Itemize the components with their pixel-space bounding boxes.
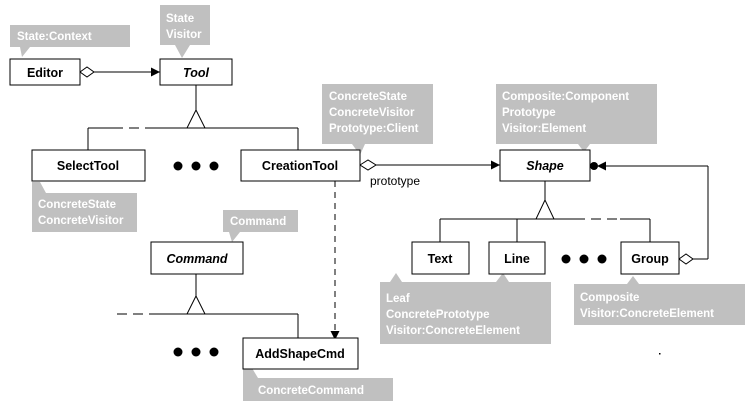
note-select-line-1: ConcreteState [38,199,116,211]
note-tool-line-2: Visitor [166,29,202,41]
class-shape: Shape [499,149,591,182]
note-select-tool: ConcreteState ConcreteVisitor [32,182,137,232]
class-group: Group [620,241,680,275]
note-tool-line-1: State [166,13,194,25]
note-creation-tool: ConcreteState ConcreteVisitor Prototype:… [322,84,433,155]
note-group-line-1: Composite [580,292,639,304]
note-tool: State Visitor [160,5,210,58]
ellipsis-shapes [561,254,607,264]
note-creation-line-1: ConcreteState [329,91,407,103]
note-group: Composite Visitor:ConcreteElement [574,276,745,325]
note-select-line-2: ConcreteVisitor [38,215,124,227]
class-editor-name: Editor [27,66,63,80]
association-creationtool-shape: prototype [359,159,500,188]
class-selecttool: SelectTool [31,149,146,182]
note-leaf-line-2: ConcretePrototype [386,309,490,321]
note-shape-line-3: Visitor:Element [502,123,586,135]
class-addshapecmd: AddShapeCmd [242,337,359,370]
class-text-name: Text [428,252,454,266]
class-line: Line [488,241,546,275]
note-leaf-line-1: Leaf [386,293,410,305]
note-leaf-line-3: Visitor:ConcreteElement [386,325,520,337]
note-creation-line-3: Prototype:Client [329,123,419,135]
class-tool: Tool [159,58,233,86]
association-editor-tool [79,66,160,78]
note-add-shape-line-1: ConcreteCommand [258,385,364,397]
note-shape-line-2: Prototype [502,107,556,119]
note-command: Command [223,210,298,242]
aggregation-group-shape [590,161,709,265]
speck [659,353,661,355]
class-text: Text [411,241,470,275]
note-shape: Composite:Component Prototype Visitor:El… [496,84,657,152]
class-editor: Editor [9,58,81,86]
note-shape-line-1: Composite:Component [502,91,629,103]
note-group-line-2: Visitor:ConcreteElement [580,308,714,320]
class-selecttool-name: SelectTool [57,159,119,173]
class-command: Command [150,241,244,275]
class-group-name: Group [631,252,669,266]
note-command-line-1: Command [230,216,286,228]
inheritance-command [117,274,299,338]
ellipsis-commands [173,347,219,357]
class-command-name: Command [166,252,227,266]
inheritance-shape [439,181,651,242]
class-line-name: Line [504,252,530,266]
ellipsis-tools [173,161,219,171]
inheritance-tool [87,85,299,150]
class-tool-name: Tool [183,66,209,80]
prototype-role-label: prototype [370,174,420,188]
note-add-shape-cmd: ConcreteCommand [243,368,393,401]
note-creation-line-2: ConcreteVisitor [329,107,415,119]
note-text-line: Leaf ConcretePrototype Visitor:ConcreteE… [380,273,551,344]
note-editor: State:Context [10,25,130,57]
class-shape-name: Shape [526,159,564,173]
note-editor-line-1: State:Context [17,31,92,43]
class-creationtool: CreationTool [240,149,361,182]
class-creationtool-name: CreationTool [262,159,338,173]
class-addshapecmd-name: AddShapeCmd [255,347,345,361]
